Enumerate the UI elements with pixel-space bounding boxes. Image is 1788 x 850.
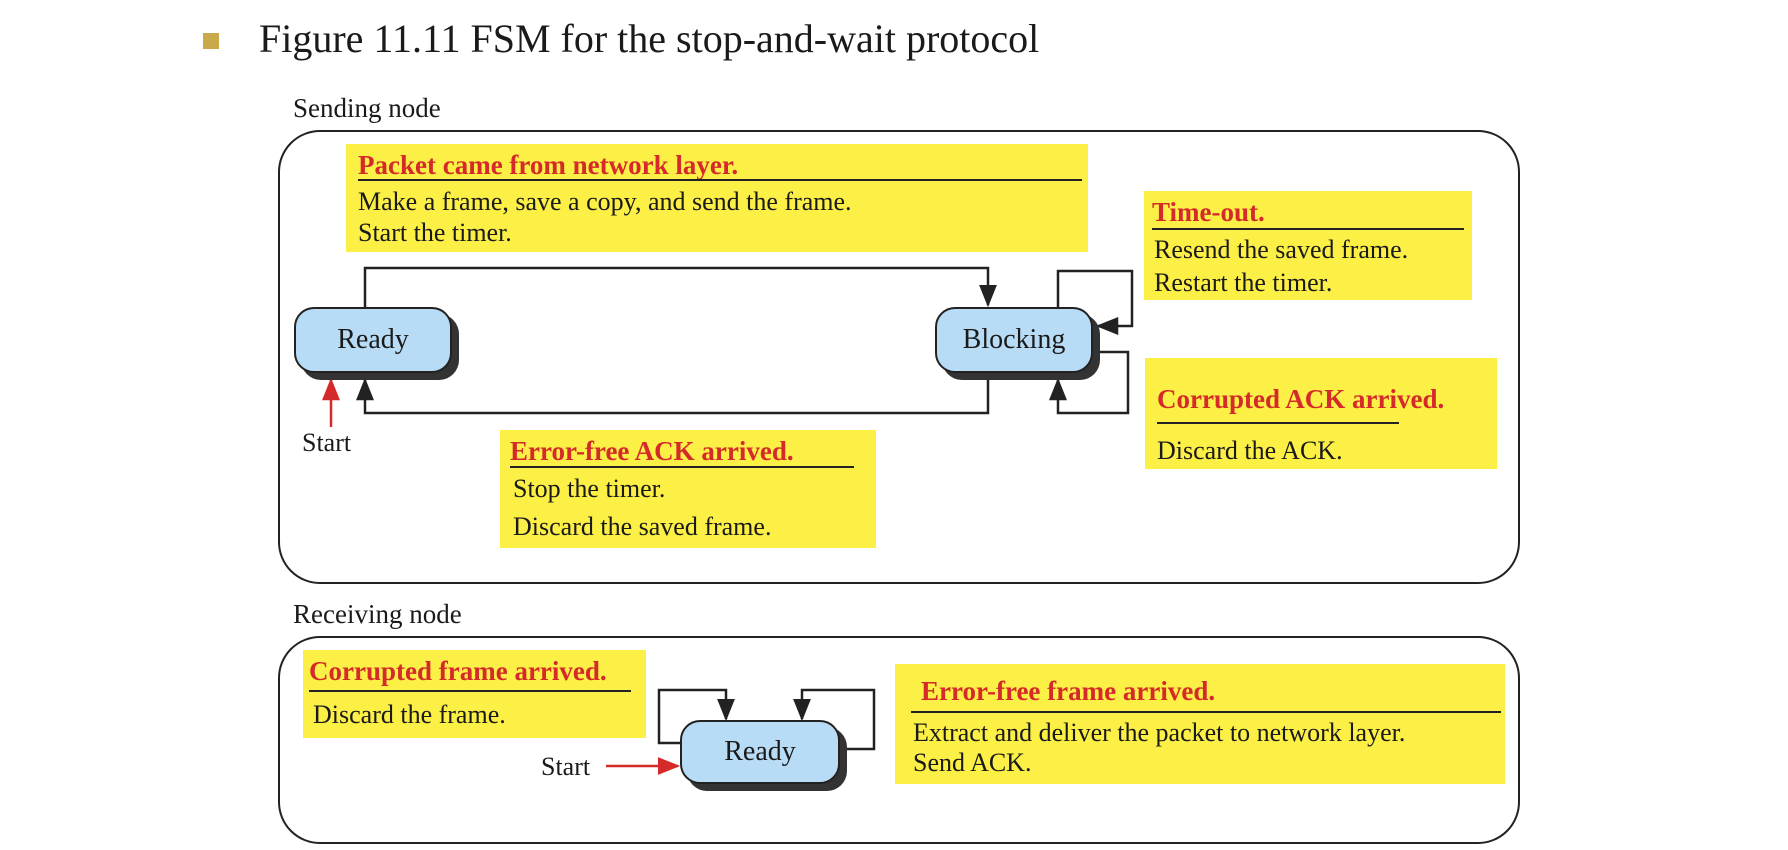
corrupted-ack-rule [1157, 422, 1399, 424]
errorfree-frame-note: Error-free frame arrived. Extract and de… [895, 664, 1505, 784]
errorfree-frame-rule [911, 711, 1501, 713]
corrupted-frame-note: Corrupted frame arrived. Discard the fra… [303, 650, 646, 738]
errorfree-frame-event-text: Error-free frame arrived. [921, 676, 1216, 706]
packet-arrived-note: Packet came from network layer. Make a f… [346, 144, 1088, 252]
ready-state: Ready [294, 307, 452, 373]
receiving-start-label: Start [541, 752, 591, 781]
errorfree-frame-self-loop [793, 688, 876, 751]
receiver-ready-state: Ready [680, 720, 840, 784]
corrupted-ack-self-loop [1049, 350, 1130, 415]
corrupted-ack-event-text: Corrupted ACK arrived. [1157, 384, 1445, 414]
errorfree-ack-event-text: Error-free ACK arrived. [510, 436, 794, 466]
packet-action-1: Make a frame, save a copy, and send the … [358, 187, 852, 216]
sending-start-label: Start [302, 428, 352, 457]
corrupted-frame-self-loop [657, 688, 735, 745]
errorfree-ack-action-2: Discard the saved frame. [513, 512, 772, 541]
timeout-rule [1152, 228, 1464, 230]
errorfree-ack-rule [510, 466, 854, 468]
corrupted-ack-note: Corrupted ACK arrived. Discard the ACK. [1145, 358, 1497, 469]
errorfree-frame-action-2: Send ACK. [913, 748, 1032, 777]
errorfree-ack-note: Error-free ACK arrived. Stop the timer. … [500, 430, 876, 548]
corrupted-frame-event-text: Corrupted frame arrived. [309, 656, 607, 686]
title-bullet [203, 33, 219, 49]
packet-rule [358, 179, 1082, 181]
errorfree-ack-action-1: Stop the timer. [513, 474, 666, 503]
corrupted-ack-action-1: Discard the ACK. [1157, 436, 1343, 465]
ready-to-blocking-arrow [363, 266, 997, 308]
packet-event-text: Packet came from network layer. [358, 150, 739, 180]
packet-action-2: Start the timer. [358, 218, 512, 247]
blocking-state: Blocking [935, 307, 1093, 373]
receiving-node-label: Receiving node [293, 599, 462, 629]
sending-node-label: Sending node [293, 93, 441, 123]
timeout-note: Time-out. Resend the saved frame. Restar… [1144, 191, 1472, 300]
timeout-event-text: Time-out. [1152, 197, 1265, 227]
timeout-action-1: Resend the saved frame. [1154, 235, 1409, 264]
blocking-to-ready-arrow [356, 370, 990, 415]
timeout-action-2: Restart the timer. [1154, 268, 1333, 297]
corrupted-frame-action-1: Discard the frame. [313, 700, 506, 729]
corrupted-frame-rule [309, 690, 631, 692]
figure-title: Figure 11.11 FSM for the stop-and-wait p… [259, 16, 1040, 61]
errorfree-frame-action-1: Extract and deliver the packet to networ… [913, 718, 1406, 747]
timeout-self-loop [1056, 269, 1134, 335]
